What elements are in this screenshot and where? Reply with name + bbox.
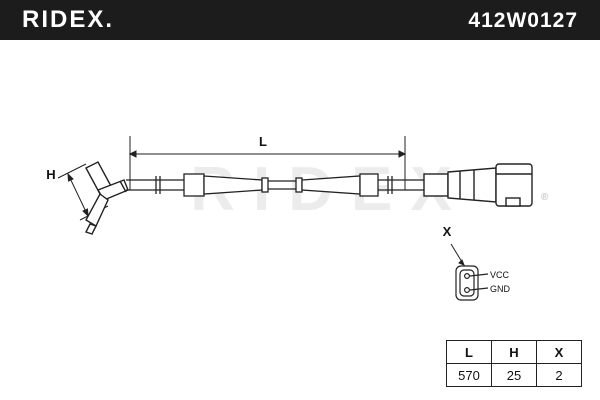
- spec-header-h: H: [491, 340, 537, 364]
- spec-table: L H X 570 25 2: [446, 340, 582, 387]
- brand-logo: RIDEX.: [22, 6, 115, 33]
- spec-value-h: 25: [491, 363, 537, 387]
- length-dimension: [128, 136, 407, 190]
- technical-drawing: RIDEX L H: [46, 134, 549, 301]
- registered-mark: ®: [541, 192, 549, 203]
- spec-value-x: 2: [536, 363, 582, 387]
- sensor-cable: [126, 173, 424, 197]
- pin-vcc: [464, 273, 471, 280]
- part-number: 412W0127: [468, 9, 578, 32]
- connector-view-arrow: [450, 243, 465, 266]
- length-label: L: [259, 134, 267, 149]
- spec-table-header-row: L H X: [446, 340, 582, 364]
- connector-view-label: X: [443, 224, 452, 239]
- spec-header-l: L: [446, 340, 492, 364]
- spec-value-l: 570: [446, 363, 492, 387]
- spec-header-x: X: [536, 340, 582, 364]
- pin-gnd: [464, 287, 471, 294]
- spec-table-value-row: 570 25 2: [446, 363, 582, 387]
- pin-label-gnd: GND: [490, 284, 511, 294]
- connector-housing: [423, 163, 533, 207]
- header-bar: RIDEX. 412W0127: [0, 0, 600, 40]
- height-label: H: [46, 167, 55, 182]
- pin-label-vcc: VCC: [490, 270, 510, 280]
- connector-face-view: [455, 265, 489, 301]
- sensor-head: [85, 161, 129, 235]
